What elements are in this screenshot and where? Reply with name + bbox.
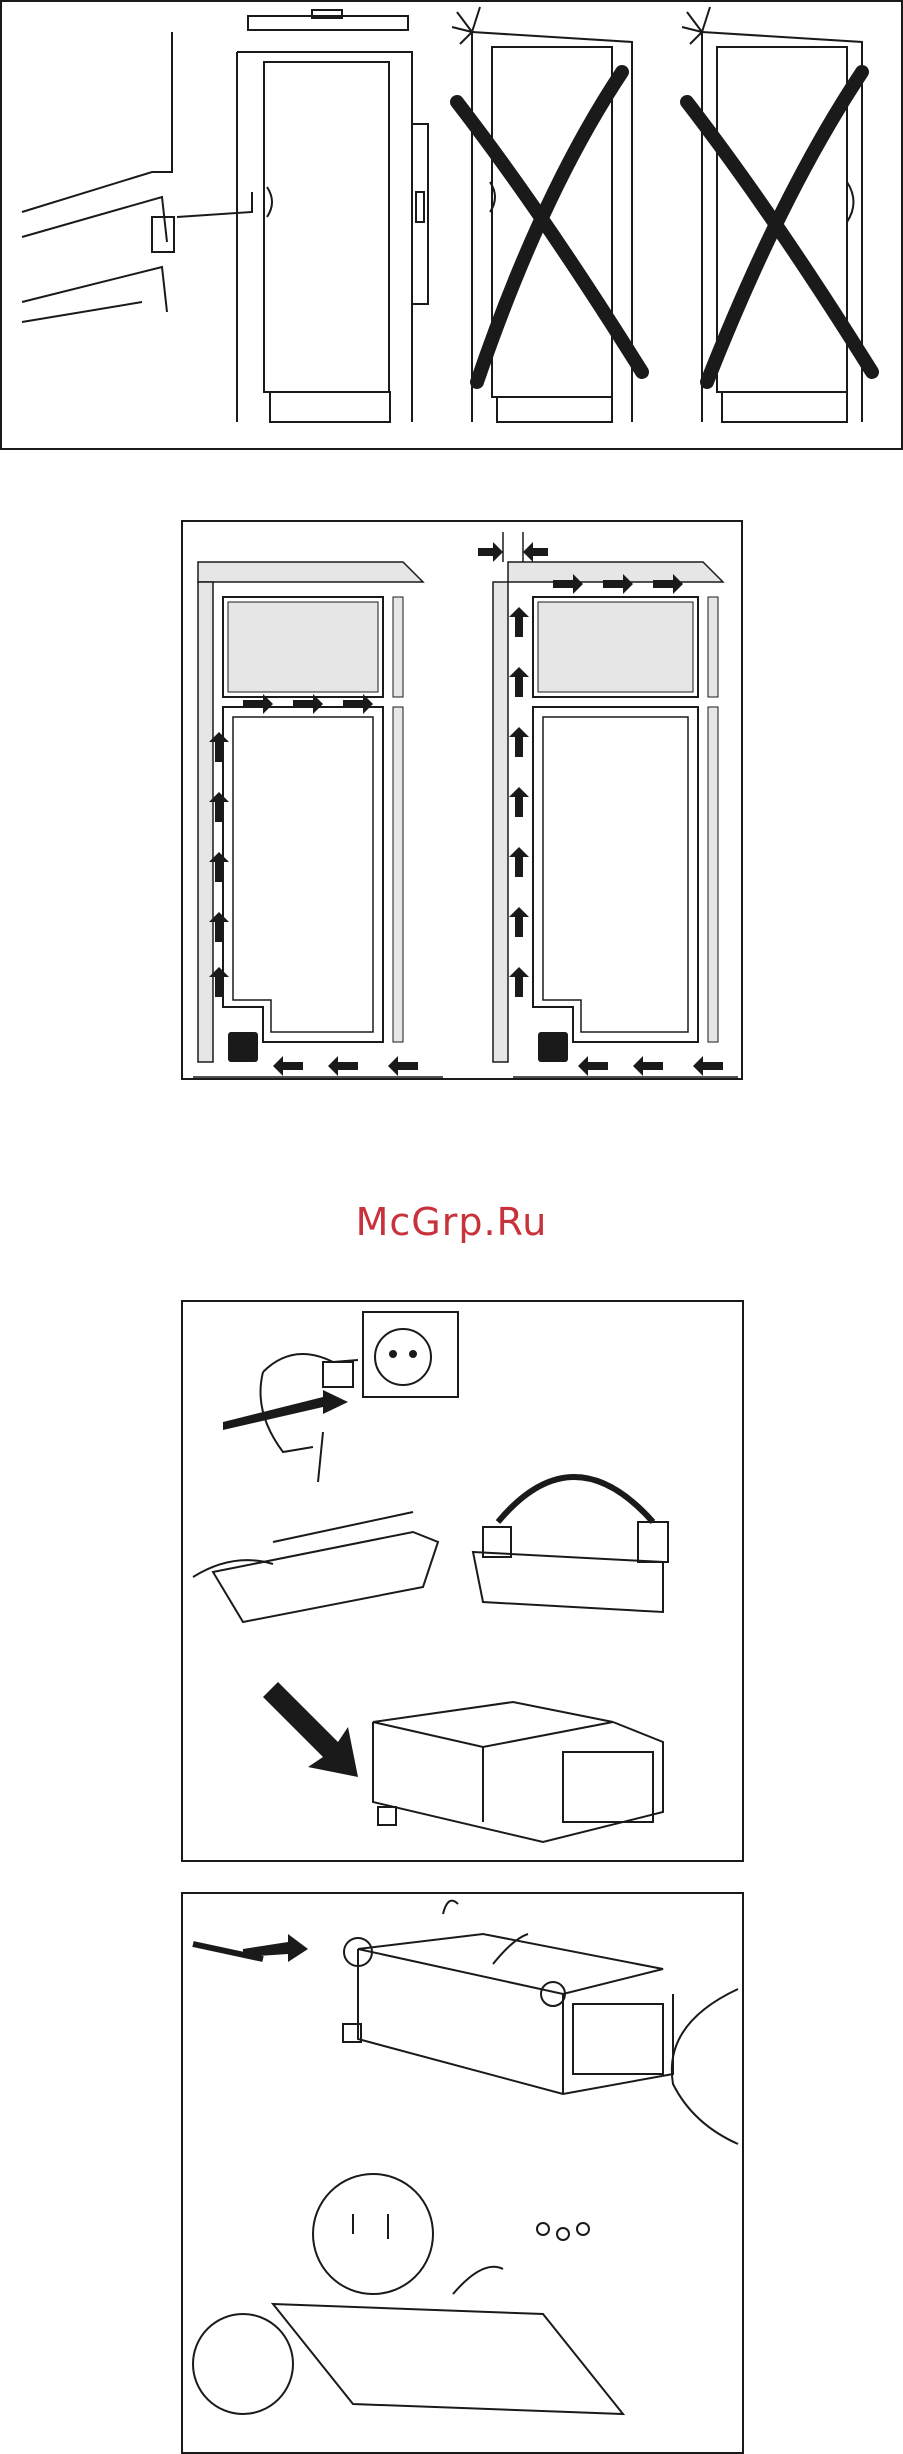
cross-mark-icon bbox=[687, 102, 872, 372]
arrow-icon bbox=[509, 667, 529, 697]
arrow-icon bbox=[443, 1901, 458, 1914]
door-reversal-drawing bbox=[183, 1302, 742, 1860]
cabinet-corner-outline bbox=[22, 32, 172, 212]
compressor-icon bbox=[538, 1032, 568, 1062]
chest-top bbox=[358, 1934, 663, 1994]
arrow-icon bbox=[523, 542, 548, 562]
arrow-icon bbox=[223, 1390, 348, 1430]
arrow-icon bbox=[453, 2267, 503, 2294]
lower-compartment bbox=[223, 707, 383, 1042]
hinge-removal-drawing bbox=[183, 1894, 742, 2452]
door-handle bbox=[267, 187, 272, 217]
appliance-door bbox=[264, 62, 389, 392]
hinge-bracket bbox=[152, 217, 174, 252]
arrow-icon bbox=[578, 1056, 608, 1076]
arrow-icon bbox=[273, 1056, 303, 1076]
arrow-icon bbox=[498, 1477, 653, 1522]
plug-icon bbox=[323, 1362, 353, 1387]
warning-spark-icon bbox=[452, 7, 480, 44]
detail-callout bbox=[672, 1989, 738, 2144]
arrow-icon bbox=[478, 542, 503, 562]
compressor-icon bbox=[228, 1032, 258, 1062]
install-alignment-figure bbox=[0, 0, 903, 450]
ventilation-figure bbox=[181, 520, 743, 1080]
arrow-icon bbox=[388, 1056, 418, 1076]
lower-compartment-right bbox=[533, 707, 698, 1042]
arrow-icon bbox=[633, 1056, 663, 1076]
watermark-text: McGrp.Ru bbox=[0, 1200, 903, 1244]
chest-top-lower bbox=[273, 2304, 623, 2414]
arrow-icon bbox=[509, 607, 529, 637]
cross-mark-icon bbox=[457, 102, 642, 372]
warning-spark-icon bbox=[682, 7, 710, 44]
cap-detail-circle bbox=[193, 2314, 293, 2414]
spirit-level-icon bbox=[412, 124, 428, 304]
door-reversal-figure bbox=[181, 1300, 744, 1862]
arrow-icon bbox=[693, 1056, 723, 1076]
arrow-icon bbox=[509, 727, 529, 757]
chest-top bbox=[373, 1702, 613, 1747]
arrow-icon bbox=[328, 1056, 358, 1076]
door-panel-right bbox=[473, 1552, 663, 1612]
arrow-icon bbox=[509, 907, 529, 937]
arrow-icon bbox=[263, 1682, 358, 1777]
arrow-icon bbox=[509, 787, 529, 817]
arrow-icon bbox=[509, 967, 529, 997]
door-panel-left bbox=[213, 1532, 438, 1622]
install-alignment-drawing bbox=[2, 2, 901, 448]
arrow-icon bbox=[509, 847, 529, 877]
chest-compartment bbox=[563, 1752, 653, 1822]
screw-detail-circle bbox=[313, 2174, 433, 2294]
ventilation-drawing bbox=[183, 522, 741, 1078]
hinge-removal-figure bbox=[181, 1892, 744, 2454]
